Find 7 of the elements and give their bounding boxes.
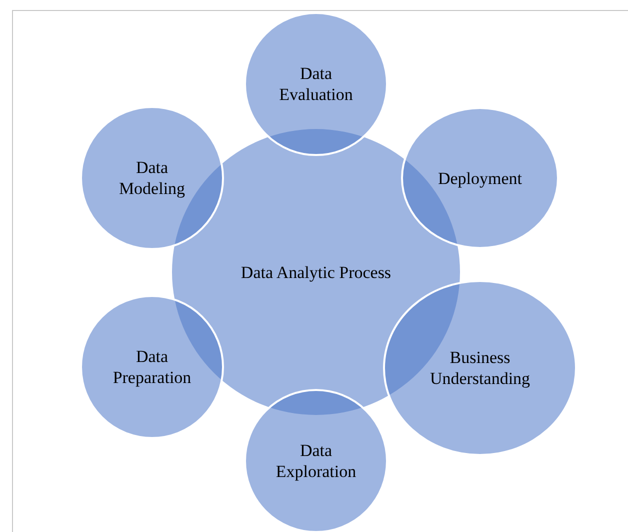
node-label: Deployment xyxy=(436,168,524,188)
node-label: Data Preparation xyxy=(112,346,192,388)
node-label: Business Understanding xyxy=(428,347,532,389)
node-label: Data Analytic Process xyxy=(240,262,392,282)
node-label: Data Evaluation xyxy=(278,63,354,105)
node-label: Data Modeling xyxy=(118,157,186,199)
node-label: Data Exploration xyxy=(274,440,358,482)
